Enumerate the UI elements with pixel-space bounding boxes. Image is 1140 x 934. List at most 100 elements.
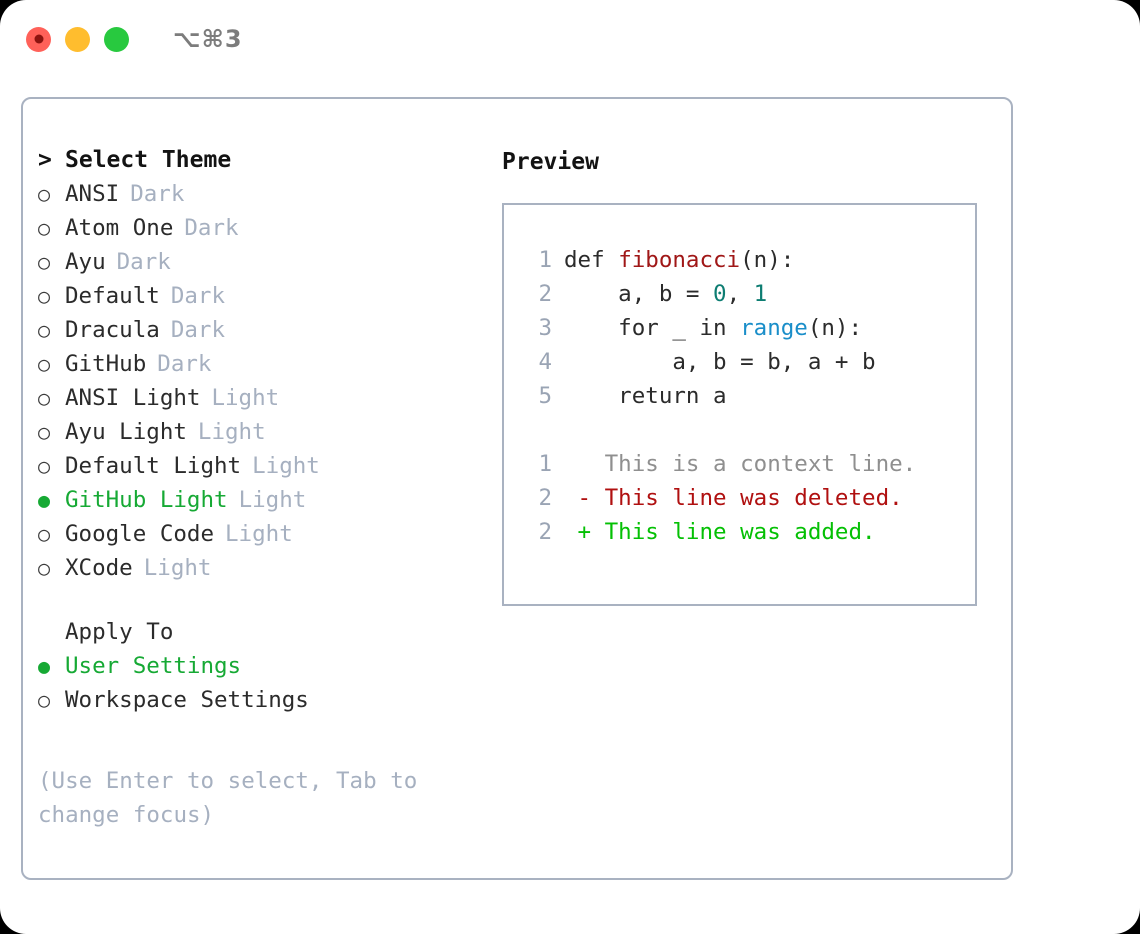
- theme-option-label: GitHub Light: [65, 487, 228, 513]
- code-token-plain: def: [564, 247, 619, 273]
- theme-option-label: Ayu: [65, 249, 106, 275]
- code-token-plain: a, b = b, a + b: [564, 349, 876, 375]
- theme-option-atom-one[interactable]: ○ Atom One Dark: [38, 215, 478, 249]
- maximize-window-icon[interactable]: [104, 26, 129, 52]
- theme-variant-badge: Dark: [170, 283, 226, 309]
- code-token-call: range: [740, 315, 808, 341]
- theme-variant-badge: Light: [211, 385, 280, 411]
- code-line-number: 5: [538, 383, 552, 409]
- radio-selected-icon[interactable]: ●: [38, 488, 51, 512]
- code-line: 4 a, b = b, a + b: [522, 349, 975, 383]
- code-line-text: return a: [564, 383, 727, 409]
- caret-icon: >: [38, 147, 52, 173]
- apply-to-option-label: User Settings: [65, 653, 242, 679]
- theme-variant-badge: Dark: [170, 317, 226, 343]
- code-token-plain: return a: [564, 383, 727, 409]
- code-line-number: 3: [538, 315, 552, 341]
- theme-option-google-code[interactable]: ○ Google Code Light: [38, 521, 478, 555]
- radio-unselected-icon[interactable]: ○: [38, 216, 51, 240]
- radio-unselected-icon[interactable]: ○: [38, 386, 51, 410]
- code-line: 2 a, b = 0, 1: [522, 281, 975, 315]
- radio-unselected-icon[interactable]: ○: [38, 284, 51, 308]
- preview-title: Preview: [502, 149, 599, 175]
- theme-option-default-light[interactable]: ○ Default Light Light: [38, 453, 478, 487]
- theme-option-label: Atom One: [65, 215, 174, 241]
- theme-option-ansi-light[interactable]: ○ ANSI Light Light: [38, 385, 478, 419]
- diff-sign: +: [564, 519, 592, 545]
- diff-line: 1 This is a context line.: [522, 451, 975, 485]
- minimize-window-icon[interactable]: [65, 26, 90, 52]
- blank-marker-icon: ○: [38, 620, 65, 644]
- theme-option-ansi[interactable]: ○ ANSI Dark: [38, 181, 478, 215]
- theme-option-label: Ayu Light: [65, 419, 187, 445]
- code-line-text: a, b = b, a + b: [564, 349, 876, 375]
- diff-sample: 1 This is a context line.2 - This line w…: [522, 451, 975, 553]
- theme-option-label: ANSI Light: [65, 385, 201, 411]
- traffic-light-group: [26, 26, 129, 52]
- theme-variant-badge: Dark: [130, 181, 185, 207]
- code-line-text: def fibonacci(n):: [564, 247, 794, 273]
- apply-to-header: ○ Apply To: [38, 619, 478, 653]
- keyboard-shortcut-label: ⌥⌘3: [173, 25, 243, 53]
- code-token-fn: fibonacci: [618, 247, 741, 273]
- apply-to-title: Apply To: [65, 619, 174, 645]
- theme-option-label: Default Light: [65, 453, 242, 479]
- code-token-num: 0: [713, 281, 727, 307]
- code-line-text: for _ in range(n):: [564, 315, 862, 341]
- radio-unselected-icon[interactable]: ○: [38, 688, 51, 712]
- diff-line-number: 2: [538, 519, 552, 545]
- theme-option-github-light[interactable]: ● GitHub Light Light: [38, 487, 478, 521]
- radio-unselected-icon[interactable]: ○: [38, 352, 51, 376]
- section-spacer: [38, 589, 478, 619]
- diff-line-text: This is a context line.: [591, 451, 917, 477]
- theme-option-label: Google Code: [65, 521, 215, 547]
- radio-unselected-icon[interactable]: ○: [38, 250, 51, 274]
- radio-selected-icon[interactable]: ●: [38, 654, 51, 678]
- apply-to-option-list: ● User Settings ○Workspace Settings: [38, 653, 478, 721]
- theme-option-ayu[interactable]: ○ Ayu Dark: [38, 249, 478, 283]
- theme-variant-badge: Dark: [116, 249, 171, 275]
- diff-sign: [564, 451, 591, 477]
- theme-variant-badge: Light: [225, 521, 293, 547]
- theme-option-label: GitHub: [65, 351, 147, 377]
- theme-variant-badge: Dark: [184, 215, 239, 241]
- code-token-plain: a, b =: [564, 281, 714, 307]
- apply-to-option-user-settings[interactable]: ● User Settings: [38, 653, 478, 687]
- theme-variant-badge: Dark: [157, 351, 212, 377]
- radio-unselected-icon[interactable]: ○: [38, 182, 51, 206]
- diff-line-number: 1: [538, 451, 552, 477]
- apply-to-option-workspace-settings[interactable]: ○Workspace Settings: [38, 687, 478, 721]
- diff-line: 2 + This line was added.: [522, 519, 975, 553]
- diff-line: 2 - This line was deleted.: [522, 485, 975, 519]
- close-window-icon[interactable]: [26, 26, 51, 52]
- theme-variant-badge: Light: [143, 555, 212, 581]
- code-token-plain: ,: [726, 281, 754, 307]
- code-token-plain: (n):: [740, 247, 795, 273]
- code-line: 3 for _ in range(n):: [522, 315, 975, 349]
- radio-unselected-icon[interactable]: ○: [38, 454, 51, 478]
- code-line: 5 return a: [522, 383, 975, 417]
- radio-unselected-icon[interactable]: ○: [38, 522, 51, 546]
- diff-line-number: 2: [538, 485, 552, 511]
- code-token-plain: (n):: [807, 315, 863, 341]
- radio-unselected-icon[interactable]: ○: [38, 420, 51, 444]
- radio-unselected-icon[interactable]: ○: [38, 556, 51, 580]
- code-line-number: 4: [538, 349, 552, 375]
- radio-unselected-icon[interactable]: ○: [38, 318, 51, 342]
- theme-variant-badge: Light: [238, 487, 307, 513]
- theme-option-label: ANSI: [65, 181, 120, 207]
- theme-variant-badge: Light: [252, 453, 320, 479]
- select-theme-title: Select Theme: [65, 147, 232, 173]
- theme-option-github[interactable]: ○ GitHub Dark: [38, 351, 478, 385]
- diff-line-text: This line was deleted.: [591, 485, 903, 511]
